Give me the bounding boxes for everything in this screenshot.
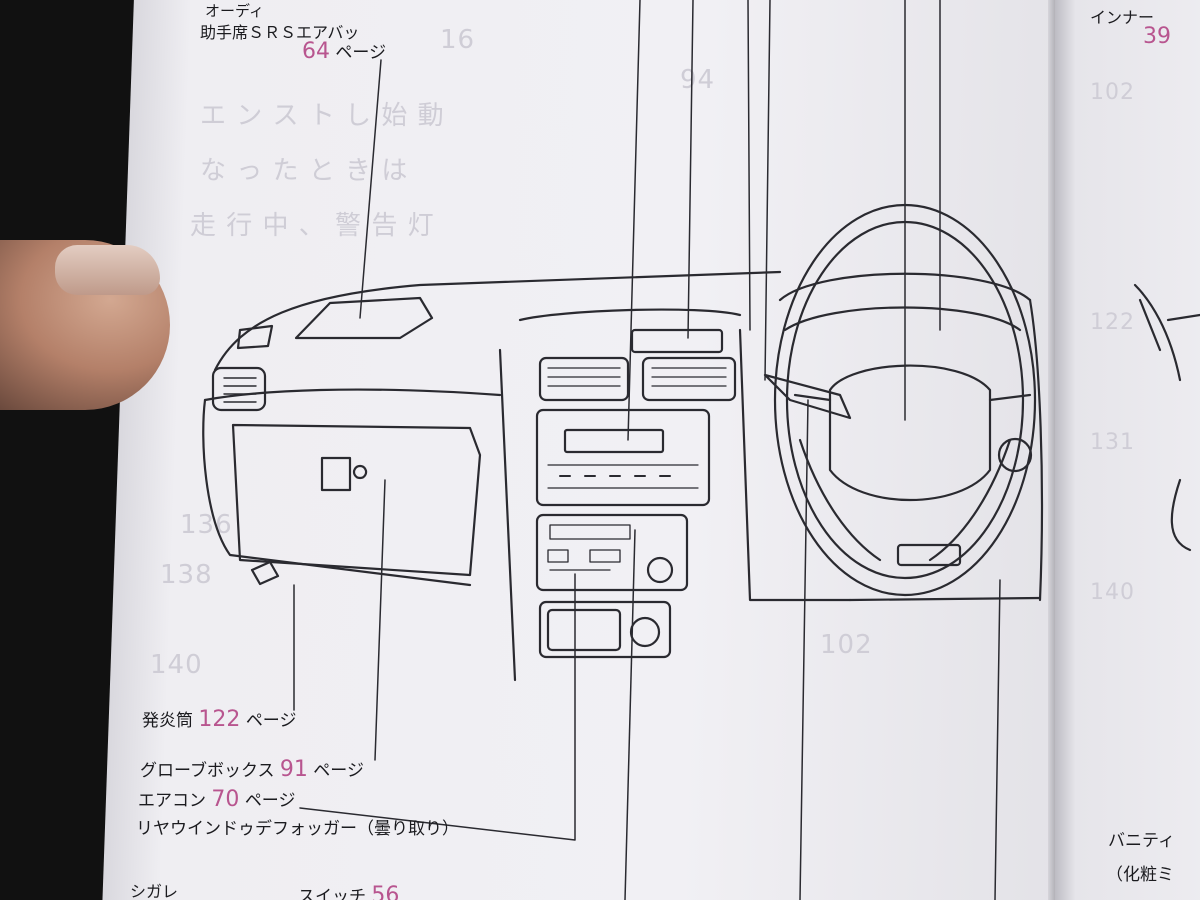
page-suffix: ページ — [335, 43, 387, 63]
label-defogger: リヤウインドゥデフォッガー（曇り取り） — [136, 819, 459, 839]
label-aircon: エアコン 70 ページ — [138, 786, 295, 812]
defogger-switch: スイッチ — [298, 887, 366, 900]
ghost-text: 138 — [160, 560, 213, 590]
leader-glovebox — [374, 479, 386, 761]
leader-airbag — [359, 59, 382, 319]
label-vanity-sub: （化粧ミ — [1106, 865, 1174, 885]
page-suffix: ページ — [245, 711, 297, 731]
label-defogger-sub: スイッチ 56 — [298, 882, 399, 900]
defogger-page-number: 56 — [371, 883, 400, 900]
ghost-text: 16 — [440, 25, 476, 55]
airbag-panel — [294, 296, 434, 340]
ghost-text: 140 — [1090, 580, 1135, 605]
label-interior-page: 39 — [1143, 24, 1171, 49]
aircon-page-number: 70 — [211, 787, 240, 812]
glovebox-page-number: 91 — [279, 757, 308, 782]
airbag-page-number: 64 — [302, 39, 330, 64]
label-glovebox: グローブボックス 91 ページ — [140, 756, 364, 782]
ghost-text: 走 行 中 、 警 告 灯 — [190, 211, 435, 241]
flare-page-number: 122 — [198, 707, 241, 732]
page-suffix: ページ — [313, 761, 364, 781]
climate-unit — [535, 513, 689, 592]
ghost-text: 136 — [180, 510, 233, 540]
right-page — [1055, 0, 1200, 900]
page-suffix: ページ — [244, 791, 296, 811]
ghost-text: 131 — [1090, 430, 1135, 455]
steering-hub — [828, 364, 992, 501]
label-airbag: 助手席ＳＲＳエアバッ — [200, 23, 360, 42]
label-vanity: バニティ — [1108, 831, 1175, 851]
ghost-text: 140 — [150, 650, 203, 680]
aircon-name: エアコン — [138, 791, 206, 811]
label-cigar: シガレ — [130, 882, 179, 900]
ghost-text: 102 — [820, 630, 873, 660]
label-audio-top: オーディ — [205, 2, 264, 20]
ghost-text: 102 — [1090, 80, 1135, 105]
ghost-text: 94 — [680, 65, 716, 95]
ghost-text: エ ン ス ト し 始 動 — [200, 101, 445, 131]
glove-box-outline — [231, 423, 482, 577]
hazard-switch — [630, 328, 724, 354]
cigar-lighter — [629, 616, 661, 648]
ghost-text: 122 — [1090, 310, 1135, 335]
glove-box-latch — [320, 456, 368, 492]
audio-unit — [535, 408, 711, 507]
glovebox-name: グローブボックス — [140, 761, 275, 781]
center-vent-right — [641, 356, 737, 402]
side-vent — [211, 366, 267, 412]
interior-page-number: 39 — [1143, 24, 1171, 49]
flare-name: 発炎筒 — [142, 711, 193, 731]
label-airbag-page: 64 ページ — [302, 38, 386, 64]
label-interior: インナー — [1090, 8, 1155, 27]
leader-lighter-socket — [624, 529, 636, 900]
leader-defogger — [299, 573, 576, 841]
thumbnail-nail — [55, 245, 160, 295]
label-flare: 発炎筒 122 ページ — [142, 706, 296, 732]
center-vent-left — [538, 356, 630, 402]
